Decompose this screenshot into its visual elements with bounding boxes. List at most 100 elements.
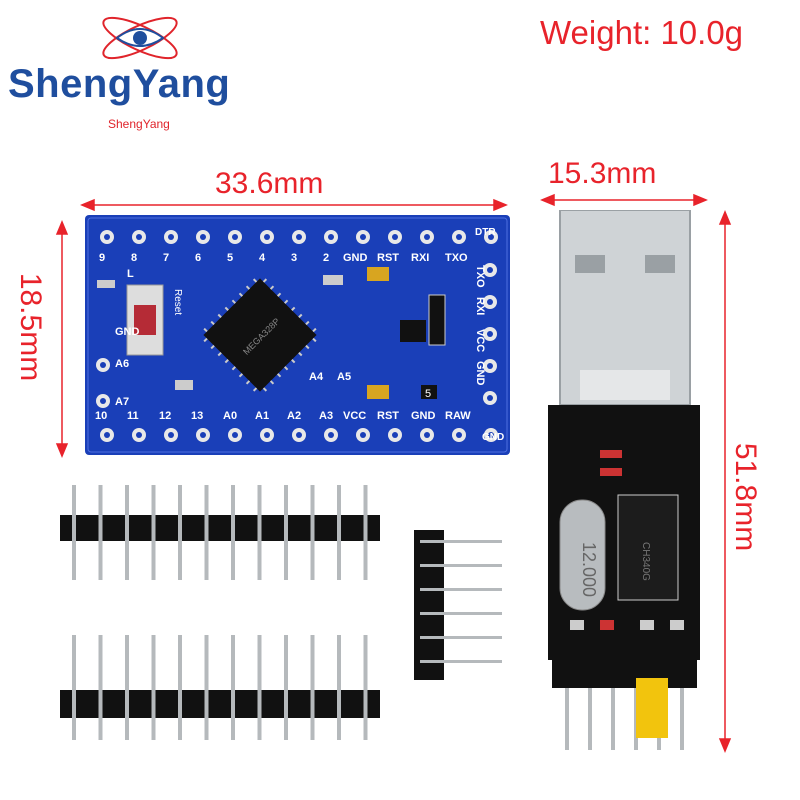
top-pin-label: 3: [291, 252, 297, 264]
header-pin: [178, 635, 182, 740]
header-pin: [420, 660, 502, 663]
header-pin: [72, 635, 76, 740]
right-pin-label: GND: [474, 361, 486, 386]
top-pin-label: 4: [259, 252, 266, 264]
top-pin-label: GND: [343, 252, 368, 264]
bottom-pin-label: 10: [95, 410, 107, 422]
smd-part-1: [323, 275, 343, 285]
diode-1: [600, 450, 622, 458]
left-pin-holes: [96, 358, 110, 408]
five-label: 5: [425, 388, 431, 400]
header-pin: [257, 485, 262, 580]
usb-header-base: [552, 660, 697, 688]
header-pin: [363, 485, 368, 580]
usb-slot-right: [645, 255, 675, 273]
header-pin: [151, 635, 156, 740]
usb-serial-adapter: 12.000 CH340G: [548, 210, 700, 750]
regulator: [400, 320, 426, 342]
tantalum-cap-1: [367, 267, 389, 281]
brand-subtitle: ShengYang: [108, 117, 170, 131]
bottom-pin-label: GND: [411, 410, 436, 422]
usb-tongue: [580, 370, 670, 400]
jumper-pad: [421, 385, 437, 399]
reset-label: Reset: [172, 289, 183, 315]
crystal: [559, 499, 606, 611]
header-base: [60, 515, 380, 541]
header-pin: [72, 485, 76, 580]
dtr-label: DTR: [475, 227, 496, 238]
usb-width-label: 15.3mm: [548, 157, 657, 190]
bottom-pin-label: A2: [287, 410, 301, 422]
top-pin-label: 2: [323, 252, 329, 264]
left-label-gnd: GND: [115, 326, 140, 338]
top-pin-label: TXO: [445, 252, 468, 264]
atmega-chip: MEGA328P: [203, 278, 317, 392]
crystal-label: 12.000: [579, 542, 599, 597]
top-pin-label: RST: [377, 252, 399, 264]
bottom-pin-label: A0: [223, 410, 237, 422]
header-pin: [151, 485, 156, 580]
bottom-pin-label: A1: [255, 410, 269, 422]
ch340-label: CH340G: [640, 542, 651, 581]
header-base: [60, 690, 380, 718]
header-pin: [420, 612, 502, 615]
smd-usb-2: [640, 620, 654, 630]
brand-name: ShengYang: [8, 62, 231, 106]
a4-label: A4: [309, 371, 324, 383]
pin-header-top: [60, 485, 380, 580]
header-pin: [588, 688, 592, 750]
right-pin-label: TXO: [474, 265, 486, 288]
right-pin-labels: TXO RXI VCC GND: [474, 265, 486, 386]
header-pin: [178, 485, 182, 580]
a5-label: A5: [337, 371, 351, 383]
weight-label: Weight: 10.0g: [540, 14, 744, 51]
left-label-a7: A7: [115, 396, 129, 408]
diode-2: [600, 468, 622, 476]
header-pin: [98, 635, 103, 740]
header-pin: [284, 635, 288, 740]
top-pin-holes: [100, 230, 498, 244]
usb-slot-left: [575, 255, 605, 273]
gnd-bottom-label: GND: [482, 432, 504, 443]
smd-led: [97, 280, 115, 288]
header-pin: [98, 485, 103, 580]
header-pin: [204, 485, 209, 580]
reset-button-cap[interactable]: [134, 305, 156, 335]
header-pin: [420, 564, 502, 567]
ch340-chip: [617, 494, 679, 601]
eye-logo-icon: [102, 16, 178, 60]
header-pin: [337, 635, 341, 740]
bottom-pin-label: A3: [319, 410, 333, 422]
header-pin: [204, 635, 209, 740]
smd-usb-1: [570, 620, 584, 630]
smd-usb-3: [670, 620, 684, 630]
top-pin-label: RXI: [411, 252, 429, 264]
bottom-pin-label: 12: [159, 410, 171, 422]
right-pin-label: VCC: [474, 329, 486, 352]
header-pin: [420, 540, 502, 543]
bottom-pin-label: VCC: [343, 410, 366, 422]
bottom-pin-label: RST: [377, 410, 399, 422]
top-pin-label: 9: [99, 252, 105, 264]
led-usb-1: [600, 620, 614, 630]
yellow-jumper[interactable]: [636, 678, 668, 738]
header-pin: [257, 635, 262, 740]
header-pin: [420, 636, 502, 639]
board-width-label: 33.6mm: [215, 167, 324, 200]
smd-part-2: [175, 380, 193, 390]
header-pin: [337, 485, 341, 580]
header-pin: [680, 688, 684, 750]
header-pin: [310, 635, 315, 740]
header-pin: [611, 688, 615, 750]
brand-logo: [95, 8, 185, 68]
header-pin: [420, 588, 502, 591]
header-pin: [125, 635, 129, 740]
right-pin-label: RXI: [474, 297, 486, 315]
led-label: L: [127, 268, 134, 280]
header-pin: [284, 485, 288, 580]
header-pin: [310, 485, 315, 580]
